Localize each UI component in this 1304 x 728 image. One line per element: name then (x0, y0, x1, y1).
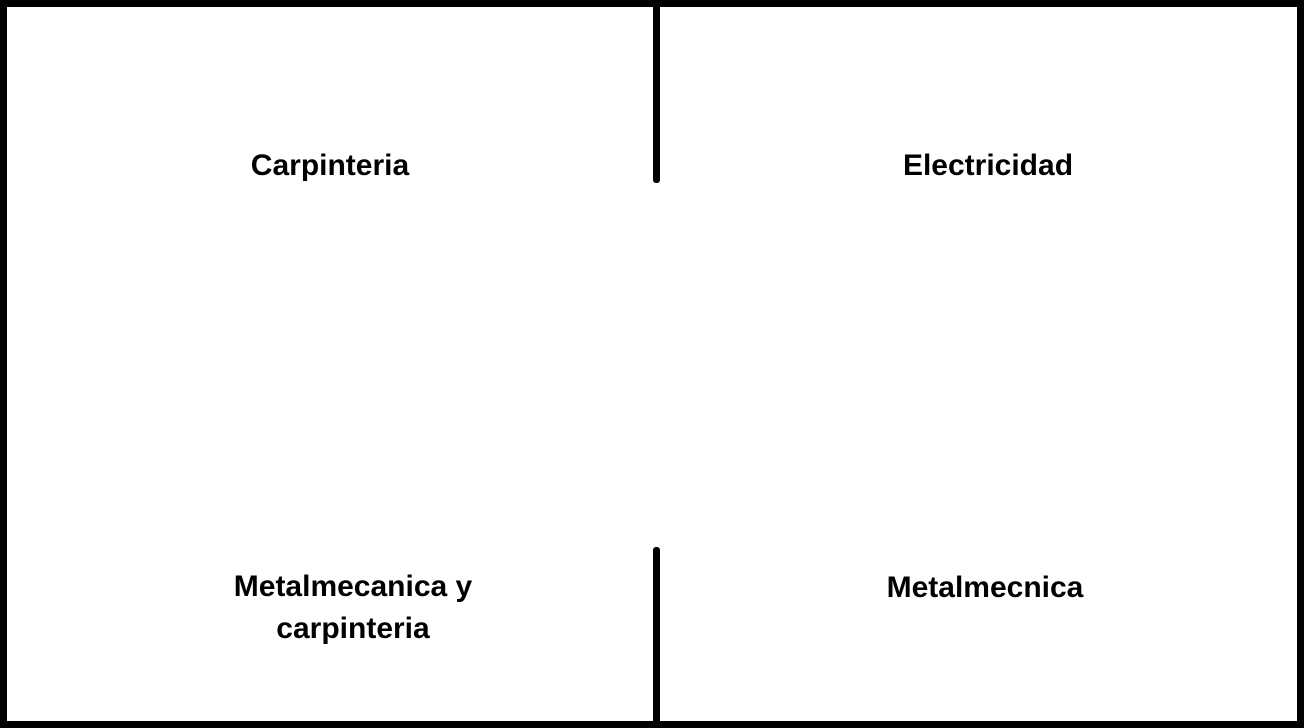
room-label-line-1: Metalmecanica y (233, 570, 473, 603)
room-label-metalmecnica: Metalmecnica (886, 571, 1084, 604)
room-label-metalmecanica-y-carpinteria: Metalmecanica y carpinteria (153, 566, 553, 650)
center-wall-bottom (653, 547, 660, 728)
room-label-carpinteria: Carpinteria (250, 149, 410, 182)
room-label-electricidad: Electricidad (902, 149, 1074, 182)
room-label-line-2: carpinteria (276, 612, 430, 645)
center-wall-top (653, 0, 660, 183)
